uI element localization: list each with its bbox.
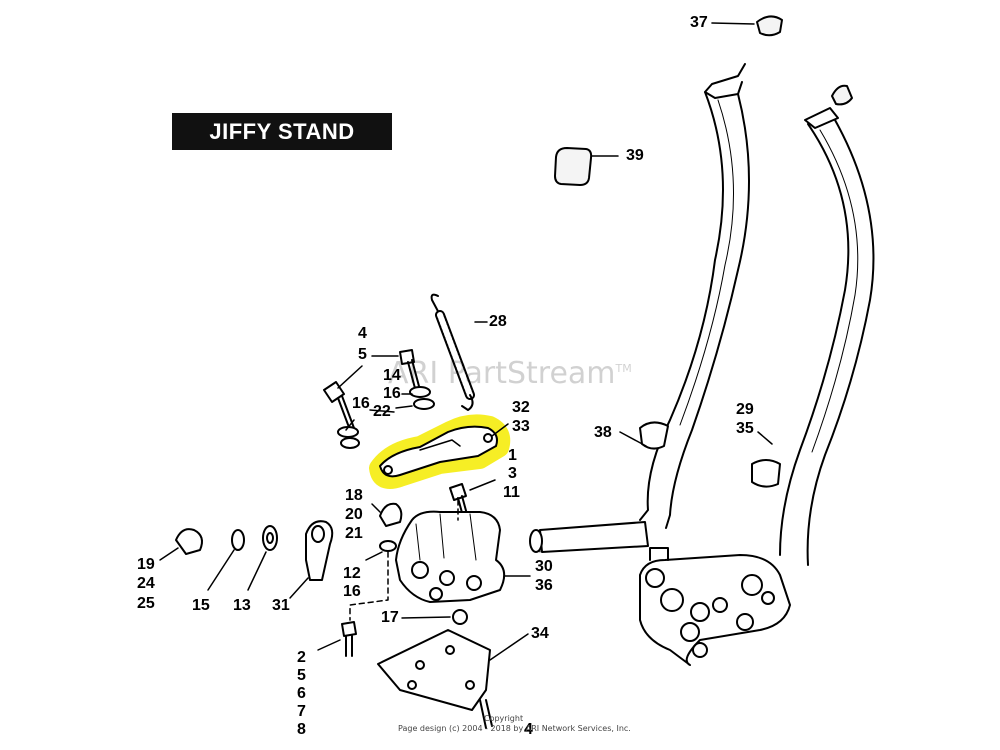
callout-11[interactable]: 11 [503,484,520,501]
part-30-36-mount [395,510,531,603]
callout-4[interactable]: 4 [358,325,367,342]
washers-14-16-22 [337,386,435,449]
callout-16-c[interactable]: 16 [343,583,361,600]
part-32-33-link-plate [369,414,511,489]
callout-15[interactable]: 15 [192,597,210,614]
part-34-plate [377,629,529,729]
callout-19[interactable]: 19 [137,556,155,573]
part-13-washer [247,525,278,591]
part-15-washer [207,529,245,591]
callout-38[interactable]: 38 [594,424,612,441]
callout-14[interactable]: 14 [383,367,401,384]
jiffy-stand-leg-rear [639,63,750,529]
callout-32[interactable]: 32 [512,399,530,416]
part-18-cap-nut [371,502,403,527]
callout-8[interactable]: 8 [297,721,306,738]
callout-5-b[interactable]: 5 [297,667,306,684]
footer-page-design: Page design (c) 2004 - 2018 by ARI Netwo… [398,724,631,733]
diagram-title: JIFFY STAND [172,113,392,150]
callout-33[interactable]: 33 [512,418,530,435]
callout-30[interactable]: 30 [535,558,553,575]
stand-shaft [529,521,649,553]
dashed-guides [349,499,459,621]
stand-bracket-assembly [639,547,791,666]
washer-12-16 [365,540,397,561]
part-31-link [289,520,334,599]
bolt-2 [317,621,357,657]
callout-20[interactable]: 20 [345,506,363,523]
callout-2[interactable]: 2 [297,649,306,666]
callout-31[interactable]: 31 [272,597,290,614]
callout-4-b[interactable]: 4 [524,721,533,738]
callout-25[interactable]: 25 [137,595,155,612]
callout-7[interactable]: 7 [297,703,306,720]
callout-29[interactable]: 29 [736,401,754,418]
callout-24[interactable]: 24 [137,575,155,592]
callout-35[interactable]: 35 [736,420,754,437]
callout-34[interactable]: 34 [531,625,549,642]
callout-5[interactable]: 5 [358,346,367,363]
part-37-cap [711,15,783,37]
callout-1[interactable]: 1 [508,447,517,464]
watermark-tm: TM [615,362,632,375]
callout-21[interactable]: 21 [345,525,363,542]
callout-37[interactable]: 37 [690,14,708,31]
callout-28[interactable]: 28 [489,313,507,330]
part-19-cap-nut [159,528,203,561]
callout-13[interactable]: 13 [233,597,251,614]
callout-22[interactable]: 22 [373,403,391,420]
callout-18[interactable]: 18 [345,487,363,504]
watermark: ARI PartStreamTM [388,356,632,391]
callout-3[interactable]: 3 [508,465,517,482]
callout-6[interactable]: 6 [297,685,306,702]
callout-36[interactable]: 36 [535,577,553,594]
callout-39[interactable]: 39 [626,147,644,164]
footer-copyright: Copyright [484,714,524,723]
part-17-lockwasher [401,609,468,625]
bolt-4-5 [323,365,363,431]
part-28-spring [430,293,488,411]
jiffy-stand-leg-front [751,84,875,566]
callout-16-b[interactable]: 16 [352,395,370,412]
callout-12[interactable]: 12 [343,565,361,582]
watermark-text: ARI PartStream [388,356,616,391]
part-39-pad [554,147,619,186]
callout-17[interactable]: 17 [381,609,399,626]
callout-16[interactable]: 16 [383,385,401,402]
